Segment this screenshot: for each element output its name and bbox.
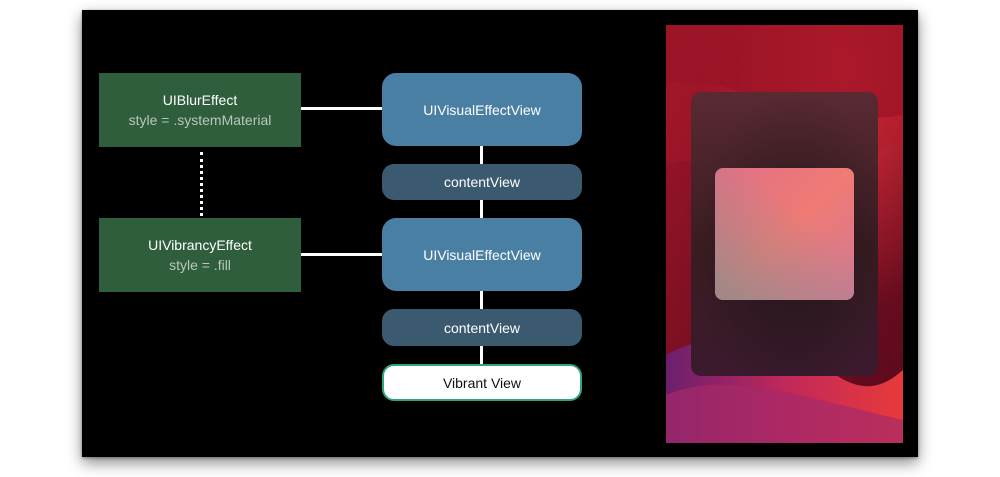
- blur-vibrancy-preview-image: [666, 25, 903, 443]
- visual-effect-view-2: UIVisualEffectView: [382, 218, 582, 291]
- visual-effect-view-2-label: UIVisualEffectView: [423, 246, 541, 263]
- blur-effect-name: UIBlurEffect: [162, 92, 238, 108]
- blur-effect-box: UIBlurEffect style = .systemMaterial: [99, 73, 301, 147]
- vibrancy-effect-box: UIVibrancyEffect style = .fill: [99, 218, 301, 292]
- vibrant-view-label: Vibrant View: [442, 374, 522, 391]
- connector-view1-content1: [480, 146, 483, 164]
- visual-effect-view-1-label: UIVisualEffectView: [423, 101, 541, 118]
- vibrancy-effect-name: UIVibrancyEffect: [148, 237, 252, 253]
- connector-content2-vibrant: [480, 346, 483, 364]
- connector-vibrancy-to-view: [300, 253, 382, 256]
- content-view-1-label: contentView: [443, 174, 520, 190]
- diagram-slide: UIBlurEffect style = .systemMaterial UIV…: [82, 10, 918, 457]
- connector-content1-view2: [480, 200, 483, 218]
- blur-effect-style: style = .systemMaterial: [128, 112, 272, 128]
- content-view-2-label: contentView: [443, 319, 520, 336]
- connector-view2-content2: [480, 291, 483, 309]
- content-view-2: contentView: [382, 309, 582, 346]
- vibrancy-effect-style: style = .fill: [169, 257, 231, 273]
- vibrant-view: Vibrant View: [382, 364, 582, 401]
- connector-blur-to-view: [300, 107, 382, 110]
- content-view-1: contentView: [382, 164, 582, 200]
- visual-effect-view-1: UIVisualEffectView: [382, 73, 582, 146]
- dotted-connector-effects: [200, 152, 203, 216]
